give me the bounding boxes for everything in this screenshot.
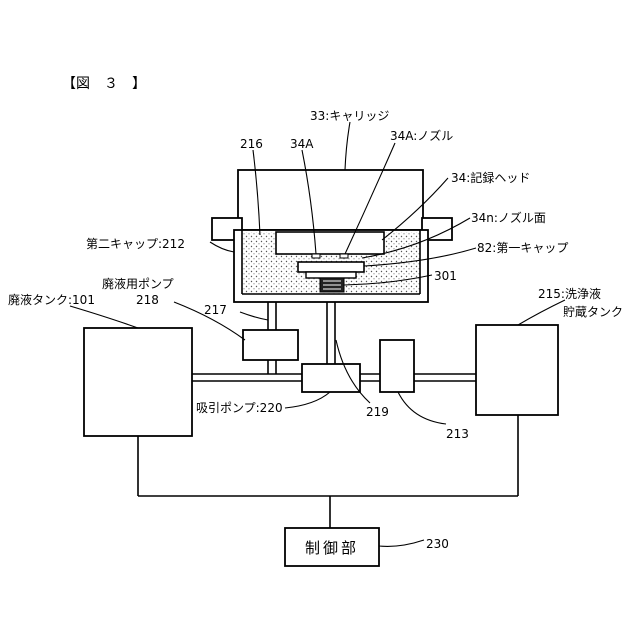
nozzle-34a-left [312, 254, 320, 258]
label-waste-pump: 廃液用ポンプ [102, 276, 174, 291]
label-carriage: 33:キャリッジ [310, 109, 389, 123]
label-second-cap: 第二キャップ:212 [86, 237, 185, 251]
label-216: 216 [240, 137, 263, 151]
label-217: 217 [204, 303, 227, 317]
label-waste-tank: 廃液タンク:101 [8, 292, 95, 307]
label-head: 34:記録ヘッド [451, 170, 530, 185]
waste-pump [243, 330, 298, 360]
label-218: 218 [136, 293, 159, 307]
label-suction-pump: 吸引ポンプ:220 [196, 401, 283, 415]
wash-tank [476, 325, 558, 415]
nozzle-34a-right [340, 254, 348, 258]
label-213: 213 [446, 427, 469, 441]
waste-tank [84, 328, 192, 436]
label-wash-tank-2: 貯蔵タンク [563, 305, 623, 319]
label-301: 301 [434, 269, 457, 283]
label-first-cap: 82:第一キャップ [477, 241, 568, 255]
label-219: 219 [366, 405, 389, 419]
label-34a-nozzle: 34A:ノズル [390, 128, 453, 143]
valve-213 [380, 340, 414, 392]
label-wash-tank-1: 215:洗浄液 [538, 286, 601, 301]
carriage [238, 170, 423, 230]
suction-pump [302, 364, 360, 392]
recording-head [276, 232, 384, 254]
controller-label: 制御部 [305, 539, 359, 557]
label-nozzle-face: 34n:ノズル面 [471, 210, 546, 225]
label-230: 230 [426, 537, 449, 551]
figure-label: 【図 ３ 】 [62, 76, 146, 92]
label-34a: 34A [290, 137, 314, 151]
